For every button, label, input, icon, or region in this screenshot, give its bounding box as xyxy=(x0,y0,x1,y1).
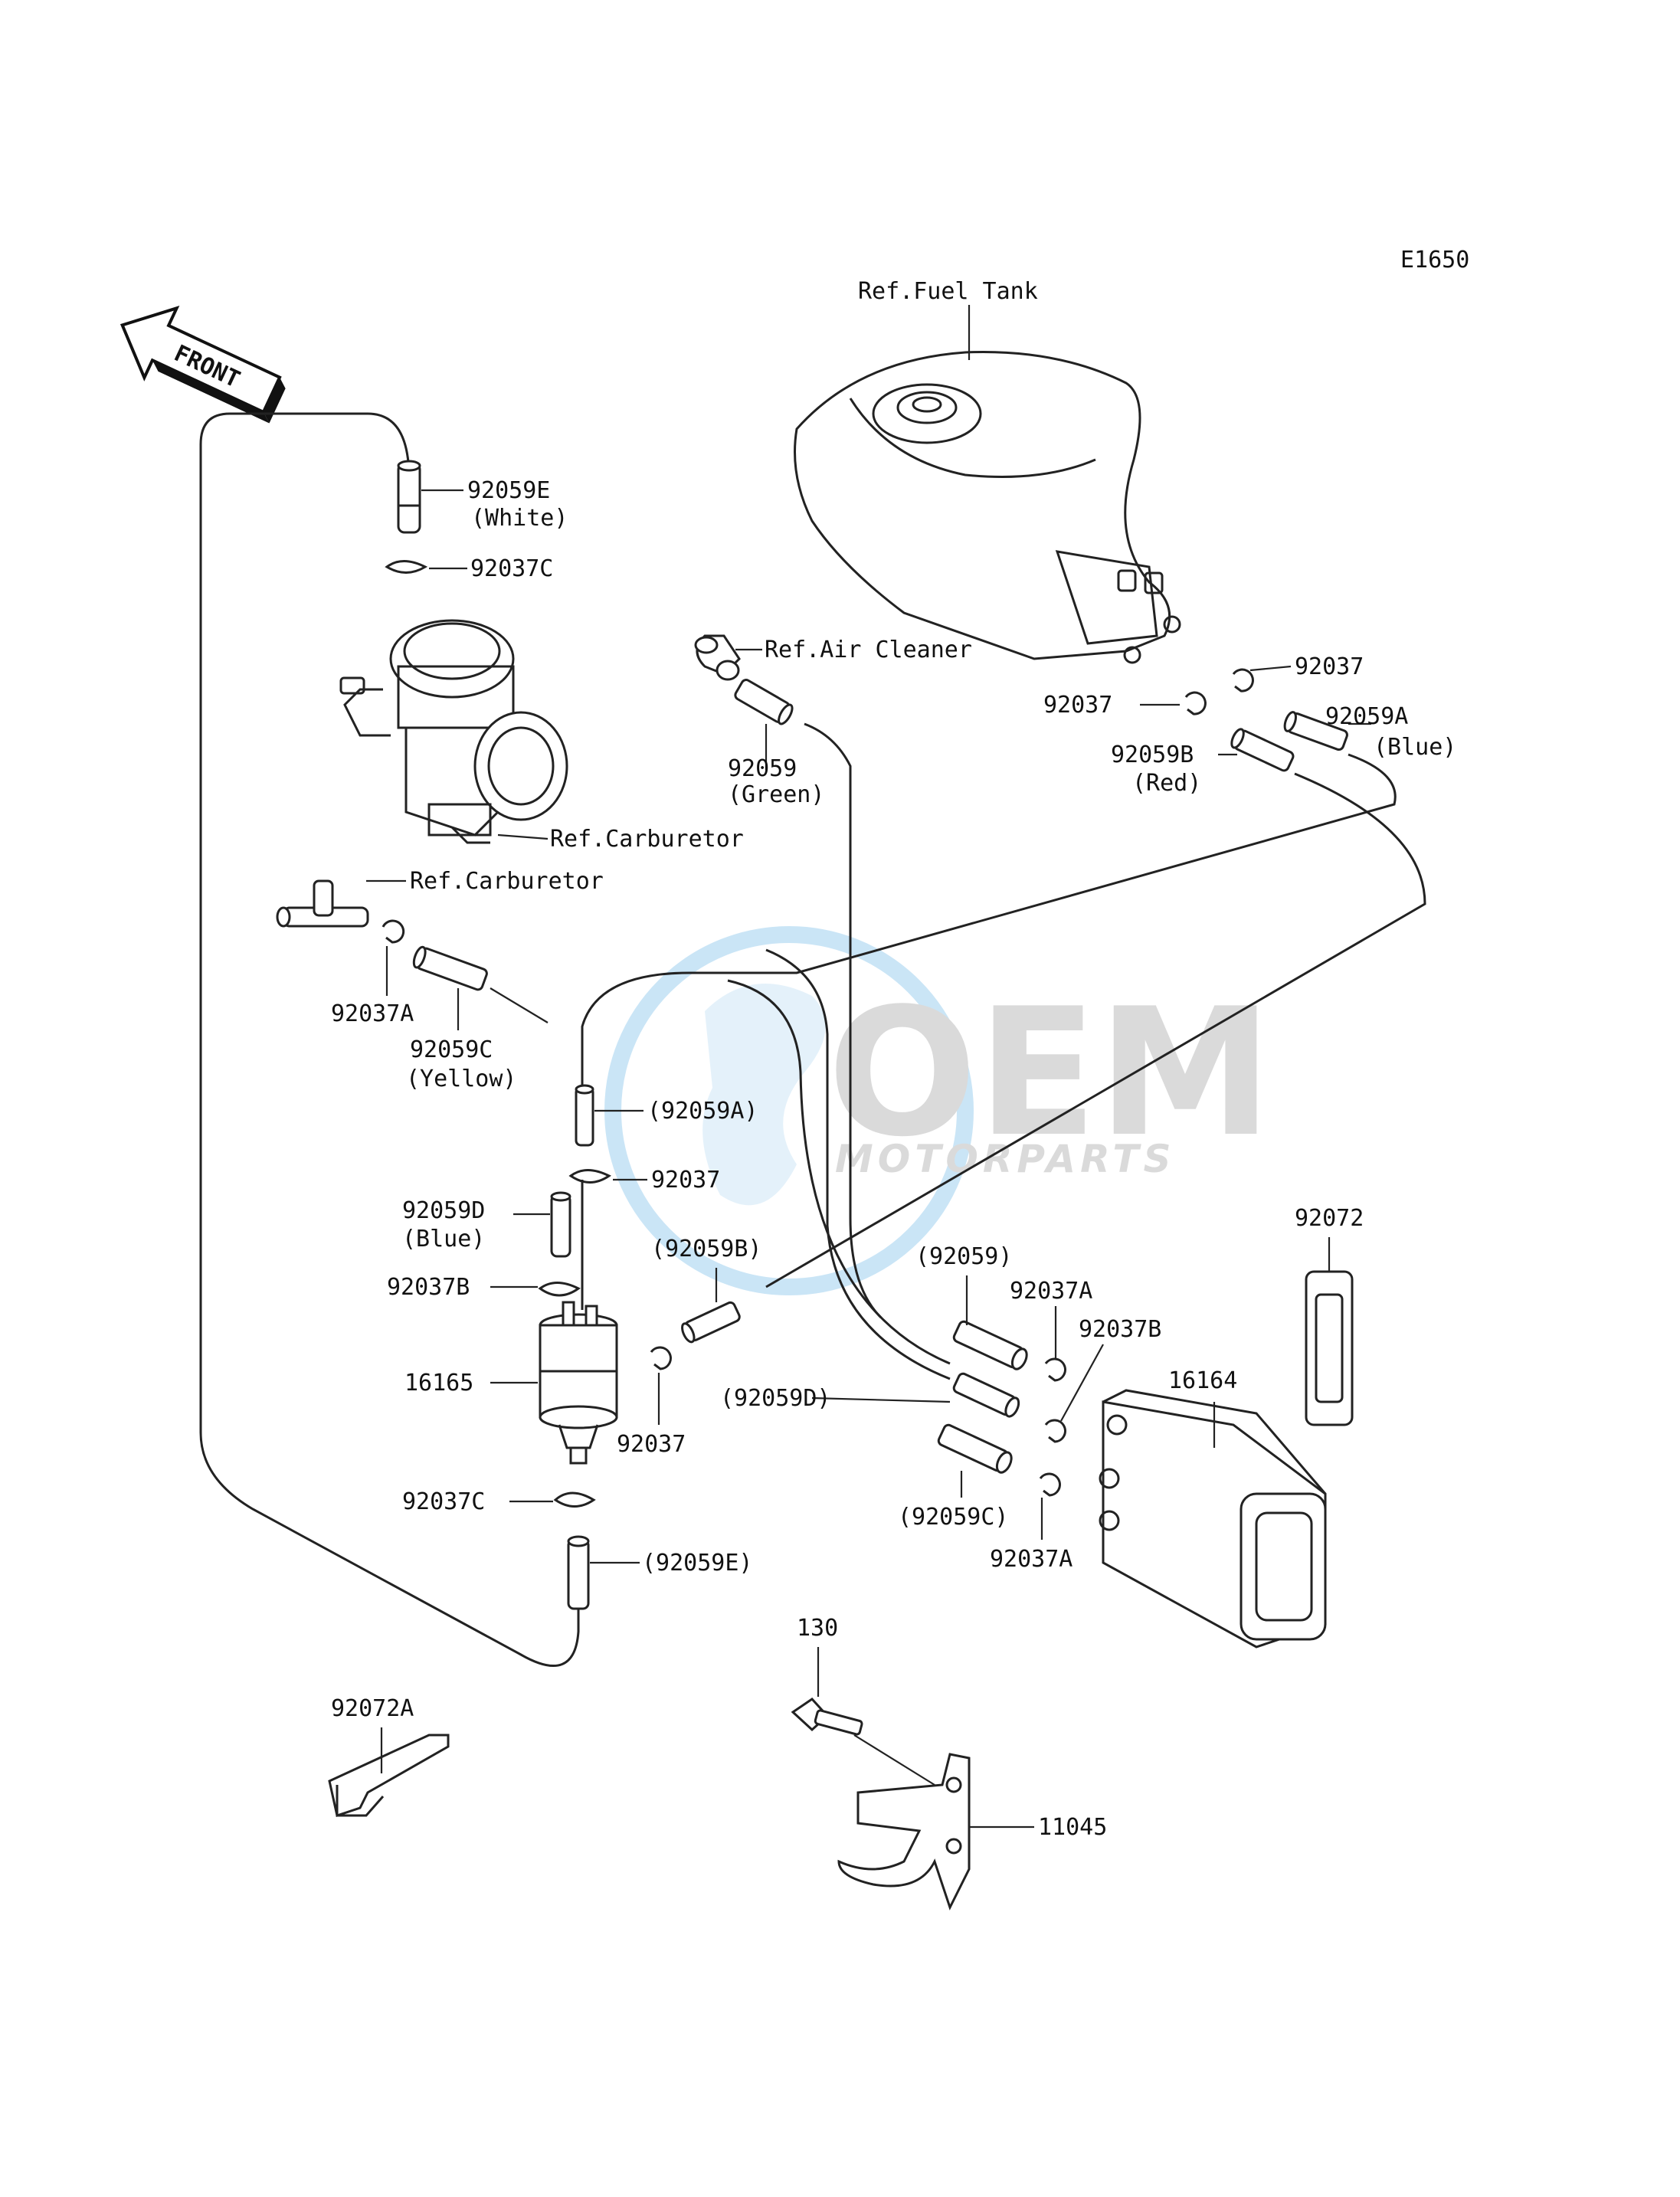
watermark-sub: MOTORPARTS xyxy=(835,1137,1176,1181)
label-92059E-paren: (92059E) xyxy=(642,1550,753,1577)
hose-92059B-red xyxy=(1230,728,1295,772)
label-92059C-paren: (92059C) xyxy=(898,1504,1009,1531)
hose-92059C-paren xyxy=(937,1423,1013,1474)
front-arrow-icon: FRONT xyxy=(120,306,286,424)
hose-right-lower xyxy=(765,772,1426,1288)
bolt-130 xyxy=(791,1698,863,1736)
label-16165: 16165 xyxy=(404,1370,473,1396)
label-92037-mid: 92037 xyxy=(651,1167,720,1193)
label-ref-fuel-tank: Ref.Fuel Tank xyxy=(858,278,1038,305)
clamp-92037A-right-bottom xyxy=(1039,1472,1061,1497)
label-92037C-bottom: 92037C xyxy=(402,1488,485,1515)
label-92059B-red: 92059B xyxy=(1111,742,1194,768)
label-92072: 92072 xyxy=(1295,1205,1364,1232)
label-92059A-paren: (92059A) xyxy=(647,1098,758,1125)
hose-92059-paren xyxy=(952,1320,1028,1370)
label-ref-carburetor-2: Ref.Carburetor xyxy=(410,868,604,895)
clamp-92037A-right-top xyxy=(1044,1357,1066,1382)
label-92059B-paren: (92059B) xyxy=(651,1236,762,1262)
label-92037B-left: 92037B xyxy=(387,1274,470,1301)
label-92059C-yellow: 92059C xyxy=(410,1036,493,1063)
clamp-92037C-top xyxy=(385,560,428,574)
canister-16164 xyxy=(1099,1389,1327,1649)
carburetor xyxy=(339,619,568,844)
bracket-11045 xyxy=(837,1753,1034,1911)
label-92037-b: 92037 xyxy=(1043,692,1112,719)
label-92059C-yellow-color: (Yellow) xyxy=(406,1066,517,1092)
label-92037A-right-bottom: 92037A xyxy=(990,1546,1073,1573)
fuel-tank xyxy=(794,351,1181,664)
clamp-92037A-left xyxy=(382,919,405,944)
hose-middle-loop-2 xyxy=(727,979,951,1365)
t-fitting xyxy=(276,879,369,928)
hose-92059A-blue xyxy=(1283,711,1348,751)
label-92059D-paren: (92059D) xyxy=(720,1385,831,1412)
label-92059E-top: 92059E xyxy=(467,477,550,504)
hose-92059-green xyxy=(734,679,794,725)
label-92059A-blue-color: (Blue) xyxy=(1374,734,1456,761)
clamp-92037-lower xyxy=(650,1346,672,1370)
clamp-92037-upper xyxy=(1232,668,1254,692)
label-92059B-red-color: (Red) xyxy=(1132,770,1201,797)
strap-92072 xyxy=(1305,1270,1354,1426)
label-11045: 11045 xyxy=(1038,1814,1107,1841)
label-16164: 16164 xyxy=(1168,1367,1237,1394)
label-130: 130 xyxy=(797,1615,838,1642)
hose-from-air-cleaner xyxy=(804,722,883,1319)
hose-92059B-paren xyxy=(681,1301,741,1344)
label-92059-green-color: (Green) xyxy=(728,781,824,808)
label-92037C-top: 92037C xyxy=(470,555,553,582)
label-92072A: 92072A xyxy=(331,1695,414,1722)
clamp-92037C-bottom xyxy=(553,1491,596,1508)
fuel-filter-16165 xyxy=(539,1180,618,1465)
hose-loop-left xyxy=(199,412,580,1667)
label-92037B-right: 92037B xyxy=(1079,1316,1161,1343)
label-92037-a: 92037 xyxy=(1295,653,1364,680)
diagram-code: E1650 xyxy=(1400,247,1469,273)
clamp-92037B-left xyxy=(538,1282,581,1297)
label-92059E-top-color: (White) xyxy=(471,505,568,532)
bracket-92072A xyxy=(328,1734,450,1817)
hose-92059A-mid xyxy=(575,1084,594,1147)
air-cleaner-fitting xyxy=(694,634,741,681)
hose-92059E-top xyxy=(397,460,421,534)
hose-92059D-blue xyxy=(550,1191,571,1258)
label-92037A-left: 92037A xyxy=(331,1000,414,1027)
label-92037A-right-top: 92037A xyxy=(1010,1278,1092,1305)
label-92059-paren: (92059) xyxy=(915,1243,1012,1270)
label-ref-air-cleaner: Ref.Air Cleaner xyxy=(765,637,972,663)
label-92059D-blue-color: (Blue) xyxy=(402,1226,485,1252)
label-92059A-blue: 92059A xyxy=(1325,703,1408,730)
clamp-92037B-right xyxy=(1044,1419,1066,1443)
watermark-brand: OEM xyxy=(827,971,1273,1176)
watermark-globe-land xyxy=(702,984,826,1206)
label-92037-lower: 92037 xyxy=(617,1431,686,1458)
label-92059-green: 92059 xyxy=(728,755,797,782)
label-ref-carburetor-1: Ref.Carburetor xyxy=(550,826,744,853)
hose-right-upper xyxy=(581,753,1397,1118)
clamp-92037-mid xyxy=(568,1169,611,1184)
hose-92059E-bottom xyxy=(567,1535,590,1610)
label-92059D-blue: 92059D xyxy=(402,1197,485,1224)
hose-92059D-paren xyxy=(952,1372,1020,1418)
hose-92059C-yellow xyxy=(412,945,488,991)
clamp-92037-lower xyxy=(1184,691,1207,715)
